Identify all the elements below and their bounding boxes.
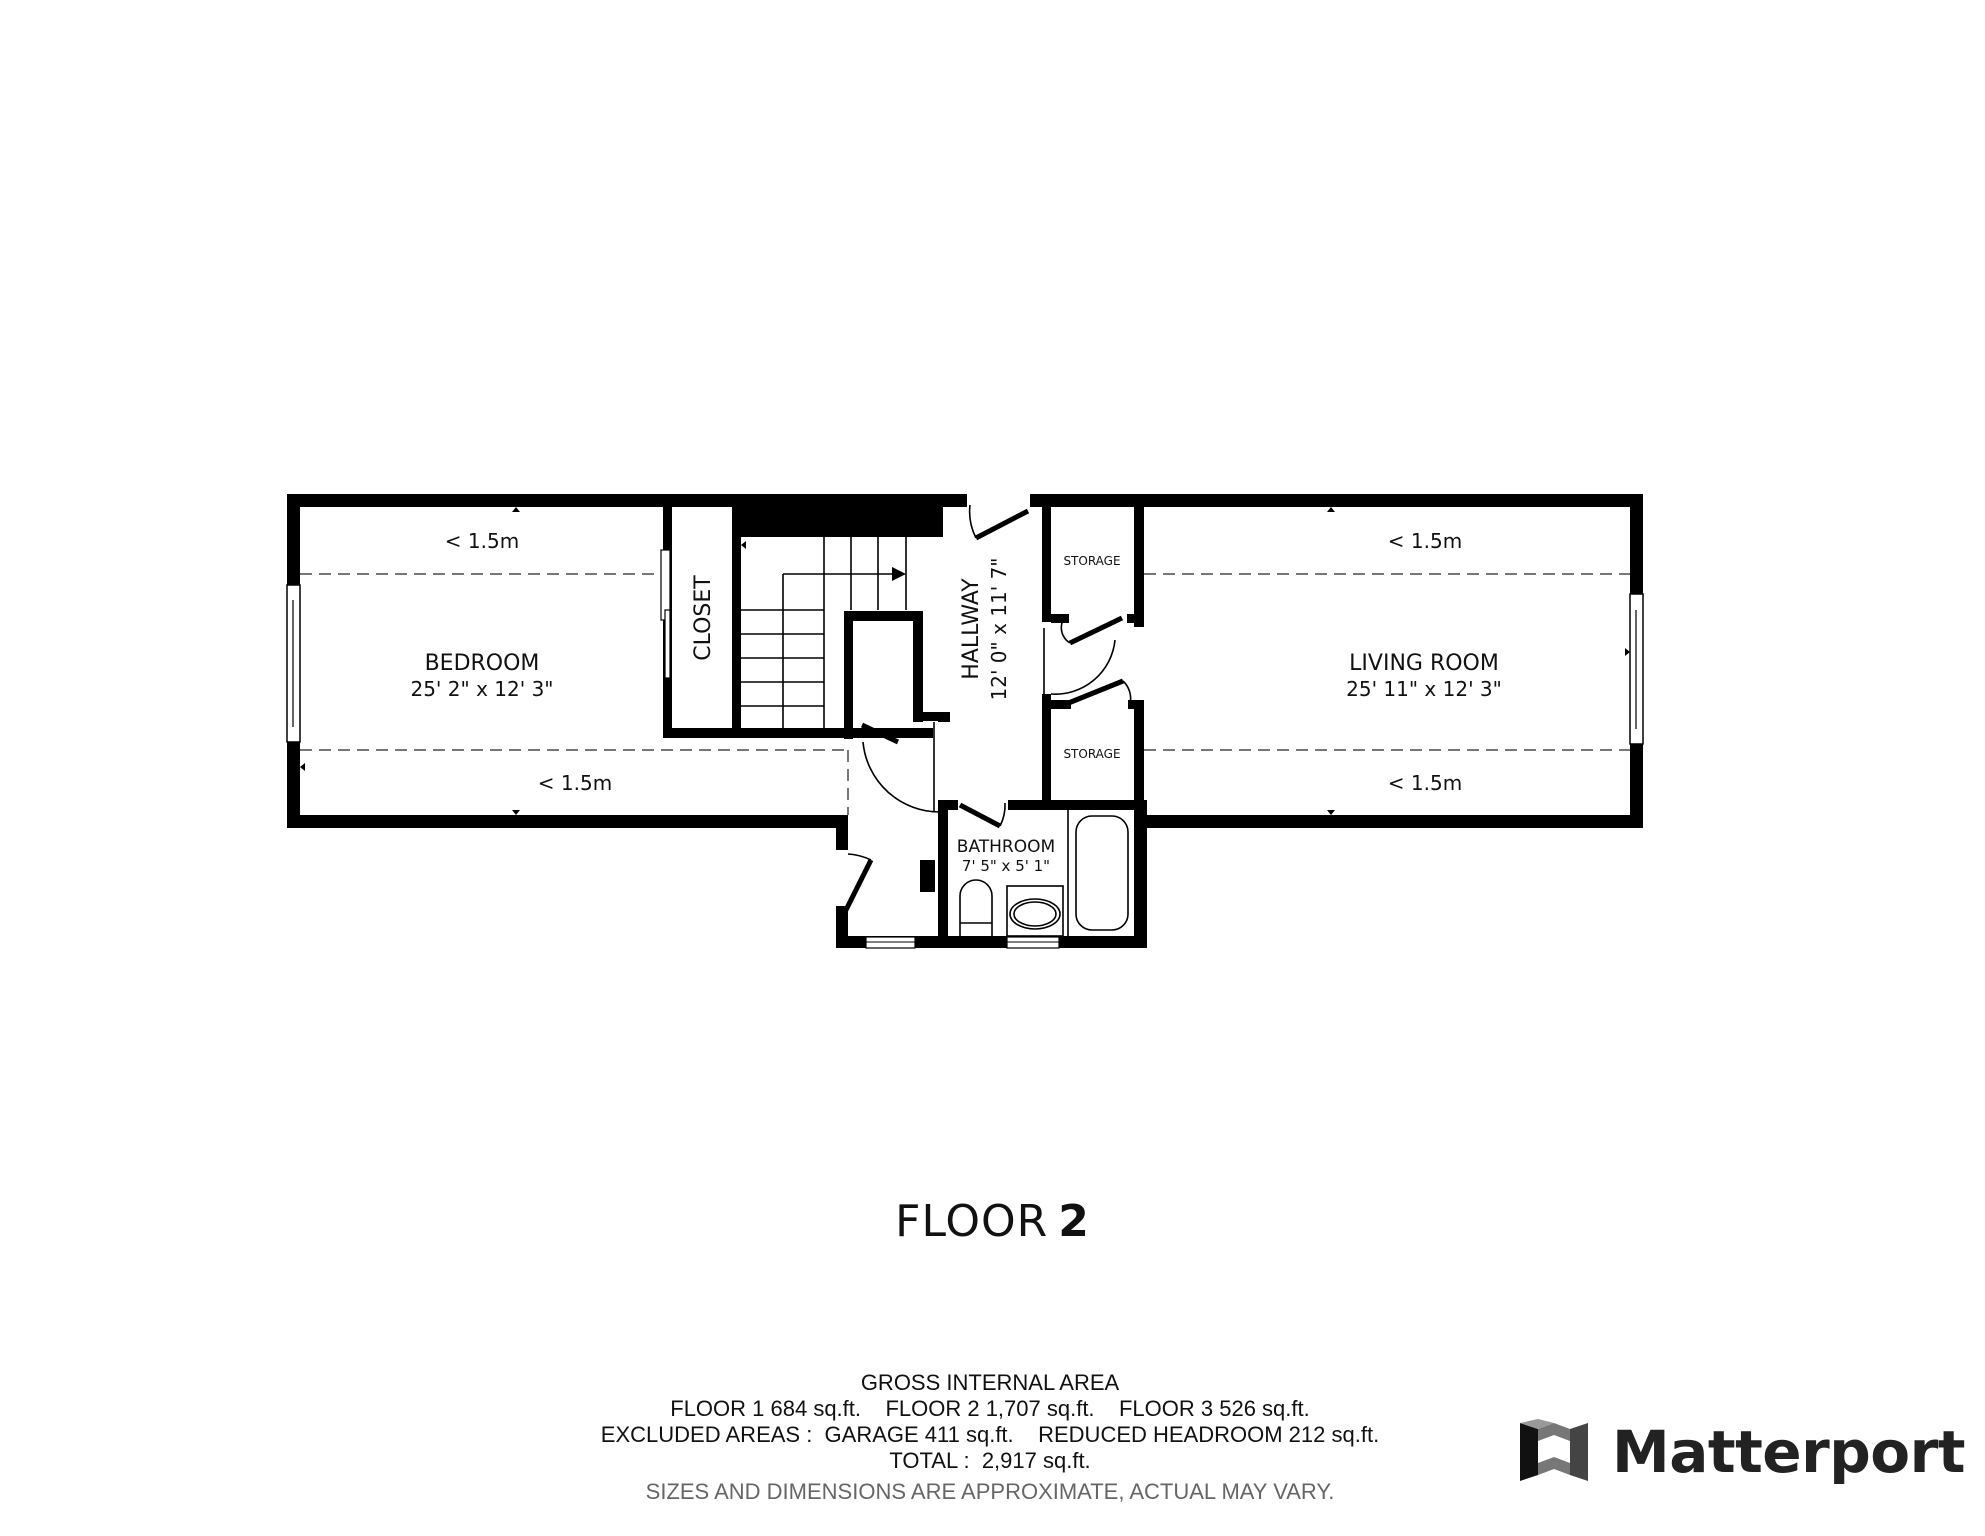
storage-walls xyxy=(1042,494,1144,810)
floor-title-number: 2 xyxy=(1058,1196,1090,1247)
bedroom-label: BEDROOM xyxy=(425,651,540,676)
outer-walls xyxy=(287,494,1643,948)
floor-title-label: FLOOR xyxy=(895,1196,1049,1247)
area-total-line: TOTAL : 2,917 sq.ft. xyxy=(889,1448,1091,1473)
area-heading: GROSS INTERNAL AREA xyxy=(860,1370,1120,1395)
matterport-logo-icon xyxy=(1520,1419,1588,1481)
living-room-dimensions: 25' 11" x 12' 3" xyxy=(1346,677,1502,701)
bedroom-window xyxy=(286,584,301,743)
bedroom-top-headroom: < 1.5m xyxy=(445,529,519,553)
measure-markers xyxy=(300,507,1630,815)
hall-door xyxy=(855,712,941,813)
brand-name: Matterport xyxy=(1612,1418,1965,1486)
bathroom-window xyxy=(1006,936,1060,949)
storage-upper-label: STORAGE xyxy=(1063,554,1120,568)
top-door xyxy=(967,494,1030,541)
bathroom-dimensions: 7' 5" x 5' 1" xyxy=(962,857,1050,875)
area-floors-line: FLOOR 1 684 sq.ft. FLOOR 2 1,707 sq.ft. … xyxy=(670,1396,1310,1421)
area-summary: GROSS INTERNAL AREA FLOOR 1 684 sq.ft. F… xyxy=(540,1370,1440,1505)
bathroom-fixtures xyxy=(959,810,1129,937)
landing-door xyxy=(836,850,874,914)
hallway-dimensions: 12' 0" x 11' 7" xyxy=(987,557,1011,700)
area-excluded-line: EXCLUDED AREAS : GARAGE 411 sq.ft. REDUC… xyxy=(600,1422,1380,1447)
storage-doors xyxy=(1050,615,1132,707)
living-room-label: LIVING ROOM xyxy=(1349,651,1499,676)
closet-walls xyxy=(660,494,933,738)
living-top-headroom: < 1.5m xyxy=(1388,529,1462,553)
bathroom-label: BATHROOM xyxy=(957,837,1055,857)
hall-window xyxy=(865,936,916,949)
area-disclaimer: SIZES AND DIMENSIONS ARE APPROXIMATE, AC… xyxy=(645,1479,1335,1504)
closet-label: CLOSET xyxy=(691,575,716,661)
bedroom-bottom-headroom: < 1.5m xyxy=(538,771,612,795)
headroom-lines xyxy=(300,573,1630,815)
hallway-label: HALLWAY xyxy=(959,578,984,680)
staircase xyxy=(741,494,943,728)
storage-lower-label: STORAGE xyxy=(1063,747,1120,761)
hallway-walls xyxy=(920,494,1147,948)
living-bottom-headroom: < 1.5m xyxy=(1388,771,1462,795)
bathroom-door xyxy=(958,800,1008,829)
living-room-window xyxy=(1629,593,1644,745)
bedroom-dimensions: 25' 2" x 12' 3" xyxy=(410,677,553,701)
duct-block xyxy=(844,611,950,739)
matterport-logo: Matterport xyxy=(1518,1417,1965,1487)
